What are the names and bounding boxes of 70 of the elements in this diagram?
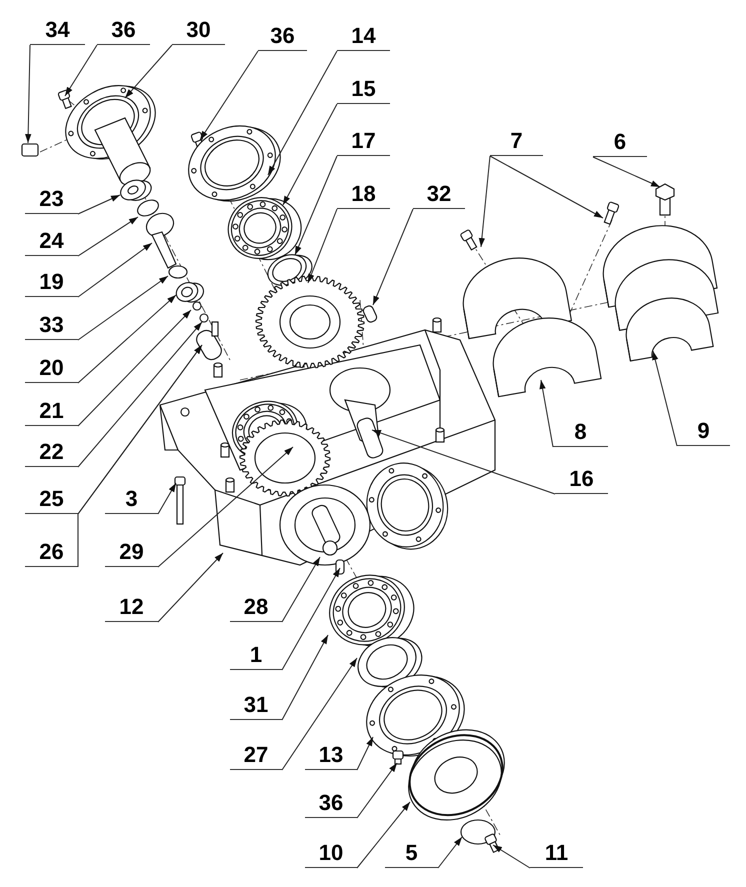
leader-line [652,350,678,446]
leader-line [372,208,414,306]
leader-line [282,634,328,720]
callout-number: 36 [258,24,307,51]
callout-number: 11 [530,841,583,868]
callout-number: 21 [25,399,78,426]
callout-number: 13 [305,743,357,770]
leader-line [478,156,490,248]
leader-line [539,380,554,448]
leader-line [268,50,338,176]
callout-number: 31 [230,693,282,720]
leader-line [294,156,338,256]
leader-line [438,836,462,868]
callout-number: 7 [490,129,543,156]
callout-number: 6 [593,130,647,157]
callout-number: 23 [25,187,78,214]
callout-number: 18 [337,182,390,209]
leader-line [282,568,340,670]
callout-number: 22 [25,440,78,467]
callout-number: 30 [172,18,225,45]
callout-number: 15 [337,77,390,104]
leader-line [372,430,556,494]
callout-number: 36 [97,18,150,45]
leader-line [492,844,530,868]
callout-number: 19 [25,270,78,297]
leader-line [282,104,338,206]
callout-number: 32 [413,182,465,209]
callout-number: 1 [230,643,282,670]
leader-line [356,762,398,818]
callout-number: 8 [553,420,608,447]
leader-line [282,556,320,622]
leader-line [490,156,604,218]
leader-line [592,156,660,188]
callout-number: 17 [337,129,390,156]
leader-line [64,44,98,96]
callout-number: 12 [105,595,158,622]
leader-line [78,216,138,256]
callout-number: 3 [105,487,158,514]
leader-line [78,294,176,384]
callout-number: 34 [30,18,85,45]
leader-line [308,208,338,284]
leader-line [158,482,176,514]
callout-number: 14 [337,24,390,51]
leader-line [78,194,120,214]
leader-line [158,446,294,568]
callout-number: 27 [230,743,282,770]
leader-line [78,322,202,468]
leader-line [78,242,152,298]
callout-number: 5 [385,841,438,868]
callout-number: 24 [25,229,78,256]
callout-number: 10 [305,841,357,868]
leader-line [78,310,192,426]
leader-line [356,736,374,770]
leader-line [282,658,358,770]
callout-number: 28 [230,595,282,622]
callout-number: 26 [25,540,78,567]
leader-line [356,802,410,868]
leader-line [78,276,168,340]
leader-line [200,50,258,140]
callout-number: 20 [25,356,78,383]
callout-number: 36 [305,791,357,818]
callout-number: 29 [105,540,158,567]
leader-line [158,552,224,622]
leader-line [25,44,32,144]
leader-line [78,344,202,568]
callout-number: 33 [25,313,78,340]
leader-line [124,44,172,98]
callout-number: 9 [677,419,730,446]
callout-number: 25 [25,487,78,514]
callout-number: 16 [555,467,608,494]
